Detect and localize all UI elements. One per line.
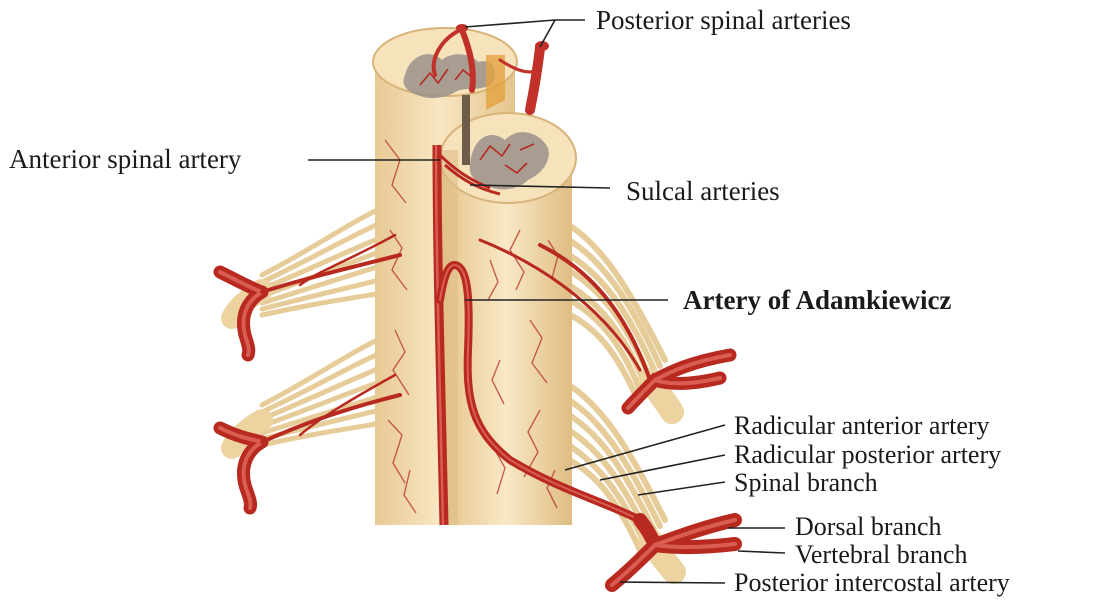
label-posterior-intercostal-artery: Posterior intercostal artery (734, 570, 1010, 596)
label-radicular-posterior-artery: Radicular posterior artery (734, 442, 1001, 468)
label-spinal-branch: Spinal branch (734, 470, 878, 496)
label-anterior-spinal-artery: Anterior spinal artery (9, 146, 241, 173)
label-vertebral-branch: Vertebral branch (795, 542, 968, 568)
label-posterior-spinal-arteries: Posterior spinal arteries (596, 7, 851, 34)
label-dorsal-branch: Dorsal branch (795, 514, 942, 540)
label-radicular-anterior-artery: Radicular anterior artery (734, 413, 990, 439)
label-sulcal-arteries: Sulcal arteries (626, 178, 780, 205)
label-artery-of-adamkiewicz: Artery of Adamkiewicz (683, 287, 951, 314)
